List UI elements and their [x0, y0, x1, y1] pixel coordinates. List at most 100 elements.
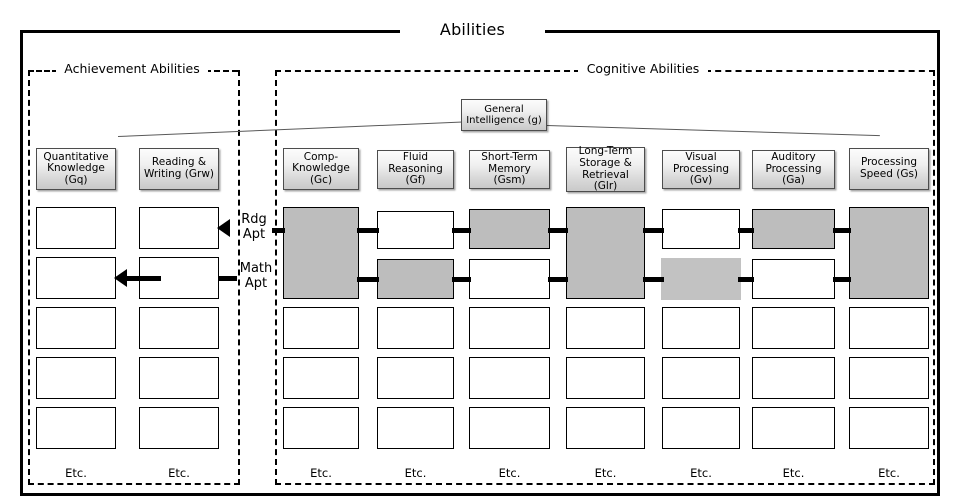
- connector-glr-gv-r2: [643, 277, 664, 282]
- header-gc-line-2: Knowledge: [292, 162, 350, 175]
- header-glr-line-1: Long-Term: [578, 145, 633, 158]
- header-box-glr[interactable]: Long-Term Storage & Retrieval (Glr): [566, 145, 645, 192]
- connector-gc-gf-r1: [357, 228, 379, 233]
- cell-ga-r5[interactable]: [752, 407, 835, 449]
- etc-label-gsm: Etc.: [498, 466, 521, 480]
- etc-label-grw: Etc.: [168, 466, 190, 480]
- cell-gv-r4[interactable]: [662, 357, 740, 399]
- connector-ga-gs-r1: [833, 228, 851, 233]
- header-box-gf[interactable]: Fluid Reasoning (Gf): [377, 150, 454, 189]
- cell-gsm-r4[interactable]: [469, 357, 550, 399]
- header-box-ga[interactable]: Auditory Processing (Ga): [752, 150, 835, 189]
- etc-label-glr: Etc.: [594, 466, 617, 480]
- rdg-apt-label: Rdg Apt: [232, 212, 276, 242]
- cell-glr-r1r2-merged[interactable]: [566, 207, 645, 299]
- header-box-gv[interactable]: Visual Processing (Gv): [662, 150, 740, 189]
- figure-title: Abilities: [400, 17, 545, 43]
- cell-ga-r2[interactable]: [752, 259, 835, 299]
- header-gf-line-1: Fluid: [402, 151, 429, 164]
- connector-gsm-glr-r2: [548, 277, 568, 282]
- cell-glr-r4[interactable]: [566, 357, 645, 399]
- header-ga-line-1: Auditory: [771, 151, 816, 164]
- cell-gc-r5[interactable]: [283, 407, 359, 449]
- cell-glr-r5[interactable]: [566, 407, 645, 449]
- cell-gc-r1r2-merged[interactable]: [283, 207, 359, 299]
- cell-gv-r1[interactable]: [662, 209, 740, 249]
- cell-gv-r2[interactable]: [661, 258, 741, 300]
- cell-gs-r5[interactable]: [849, 407, 929, 449]
- header-grw-line-1: Reading &: [151, 156, 207, 169]
- connector-gf-gsm-r2: [452, 277, 471, 282]
- cell-gq-r3[interactable]: [36, 307, 116, 349]
- header-gsm-line-2: Memory (Gsm): [488, 162, 531, 187]
- cell-gq-r4[interactable]: [36, 357, 116, 399]
- header-gq-line-2: Knowledge: [47, 162, 105, 175]
- cell-grw-r4[interactable]: [139, 357, 219, 399]
- rdg-apt-line-2: Apt: [242, 227, 266, 242]
- connector-rdg-to-gc: [272, 228, 285, 233]
- cell-grw-r1[interactable]: [139, 207, 219, 249]
- achievement-group-top-right-rule: [205, 70, 238, 72]
- cell-gv-r5[interactable]: [662, 407, 740, 449]
- cell-gs-r1r2-merged[interactable]: [849, 207, 929, 299]
- connector-ga-gs-r2: [833, 277, 851, 282]
- cell-gsm-r2[interactable]: [469, 259, 550, 299]
- header-box-gq[interactable]: Quantitative Knowledge (Gq): [36, 148, 116, 190]
- connector-gv-ga-r2: [738, 277, 754, 282]
- cell-gq-r1[interactable]: [36, 207, 116, 249]
- cell-gsm-r3[interactable]: [469, 307, 550, 349]
- etc-label-gv: Etc.: [690, 466, 712, 480]
- cell-gc-r3[interactable]: [283, 307, 359, 349]
- connector-gsm-glr-r1: [548, 228, 568, 233]
- outer-frame-top-right-rule: [545, 30, 940, 33]
- cell-gq-r2[interactable]: [36, 257, 116, 299]
- header-gc-line-1: Comp-: [303, 150, 339, 163]
- cell-gf-r1[interactable]: [377, 211, 454, 249]
- header-box-gs[interactable]: Processing Speed (Gs): [849, 148, 929, 190]
- header-gs-line-1: Processing: [860, 156, 918, 169]
- cell-ga-r1[interactable]: [752, 209, 835, 249]
- header-box-gsm[interactable]: Short-Term Memory (Gsm): [469, 150, 550, 189]
- cell-gq-r5[interactable]: [36, 407, 116, 449]
- math-apt-stub-line: [219, 276, 237, 281]
- cell-grw-r3[interactable]: [139, 307, 219, 349]
- math-apt-line-2: Apt: [244, 276, 268, 291]
- header-gf-line-2: Reasoning (Gf): [388, 162, 443, 187]
- etc-label-ga: Etc.: [782, 466, 805, 480]
- cell-glr-r3[interactable]: [566, 307, 645, 349]
- header-ga-line-2: Processing (Ga): [765, 162, 822, 187]
- header-gc-line-3: (Gc): [309, 173, 333, 186]
- etc-label-gf: Etc.: [404, 466, 427, 480]
- achievement-group-top-left-rule: [28, 70, 58, 72]
- general-intelligence-line-2: Intelligence (g): [466, 115, 542, 126]
- header-box-gc[interactable]: Comp- Knowledge (Gc): [283, 148, 359, 190]
- cell-gs-r4[interactable]: [849, 357, 929, 399]
- cell-gs-r3[interactable]: [849, 307, 929, 349]
- cell-gsm-r1[interactable]: [469, 209, 550, 249]
- general-intelligence-box[interactable]: General Intelligence (g): [461, 99, 547, 131]
- cell-gf-r3[interactable]: [377, 307, 454, 349]
- header-gq-line-1: Quantitative: [43, 150, 109, 163]
- cell-ga-r4[interactable]: [752, 357, 835, 399]
- cell-grw-r5[interactable]: [139, 407, 219, 449]
- cognitive-group-label: Cognitive Abilities: [578, 60, 708, 78]
- outer-frame: [20, 30, 940, 496]
- etc-label-gs: Etc.: [878, 466, 900, 480]
- header-gsm-line-1: Short-Term: [481, 151, 538, 164]
- connector-gc-gf-r2: [357, 277, 379, 282]
- cell-gf-r5[interactable]: [377, 407, 454, 449]
- cell-ga-r3[interactable]: [752, 307, 835, 349]
- cell-gf-r2[interactable]: [377, 259, 454, 299]
- cell-gsm-r5[interactable]: [469, 407, 550, 449]
- header-grw-line-2: Writing (Grw): [143, 168, 215, 180]
- cognitive-group-box: [275, 70, 935, 485]
- math-apt-line-1: Math: [239, 261, 273, 276]
- cell-gc-r4[interactable]: [283, 357, 359, 399]
- outer-frame-top-left-rule: [20, 30, 400, 33]
- etc-label-gc: Etc.: [310, 466, 332, 480]
- cell-gf-r4[interactable]: [377, 357, 454, 399]
- header-box-grw[interactable]: Reading & Writing (Grw): [139, 148, 219, 190]
- header-gs-line-2: Speed (Gs): [859, 168, 919, 180]
- cell-gv-r3[interactable]: [662, 307, 740, 349]
- math-apt-arrowhead: [114, 269, 127, 287]
